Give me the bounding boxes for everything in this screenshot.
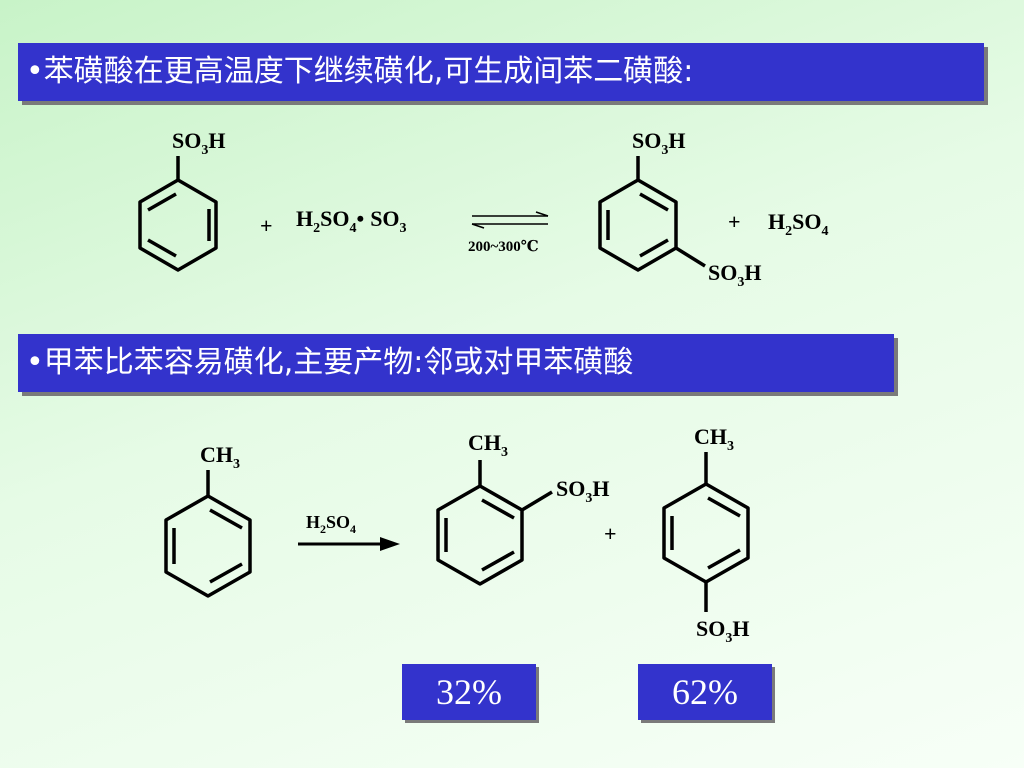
ortho-toluenesulfonic-acid-structure: CH3 SO3H	[436, 430, 609, 586]
sulfuric-acid-label: H2SO4	[768, 209, 828, 239]
para-toluenesulfonic-acid-structure: CH3 SO3H	[662, 424, 750, 646]
equilibrium-arrow	[471, 211, 549, 229]
so3h-meta-label: SO3H	[708, 260, 761, 290]
toluene-structure: CH3	[164, 442, 252, 598]
title-banner-toluene: •甲苯比苯容易磺化,主要产物:邻或对甲苯磺酸	[18, 334, 894, 392]
ch3-label: CH3	[468, 430, 508, 460]
so3h-label: SO3H	[696, 616, 749, 646]
temperature-condition: 200~300℃	[468, 239, 539, 255]
ch3-label: CH3	[200, 442, 240, 472]
benzenesulfonic-acid-structure: SO3H	[138, 128, 225, 272]
para-yield-badge: 62%	[638, 664, 772, 720]
so3h-top-label: SO3H	[632, 128, 685, 158]
benzenedisulfonic-acid-structure: SO3H SO3H	[598, 128, 761, 290]
plus-sign: +	[260, 213, 273, 238]
plus-sign-2: +	[728, 209, 741, 234]
sulfuric-acid-reagent-label: H2SO4	[306, 512, 356, 536]
ch3-label: CH3	[694, 424, 734, 454]
so3h-label: SO3H	[172, 128, 225, 158]
ortho-yield-badge: 32%	[402, 664, 536, 720]
oleum-reagent-label: H2SO4•SO3	[296, 206, 407, 236]
title-banner-benzenesulfonic: •苯磺酸在更高温度下继续磺化,可生成间苯二磺酸:	[18, 43, 984, 101]
reaction-arrow	[298, 537, 400, 551]
so3h-label: SO3H	[556, 476, 609, 506]
plus-sign-3: +	[604, 521, 617, 546]
